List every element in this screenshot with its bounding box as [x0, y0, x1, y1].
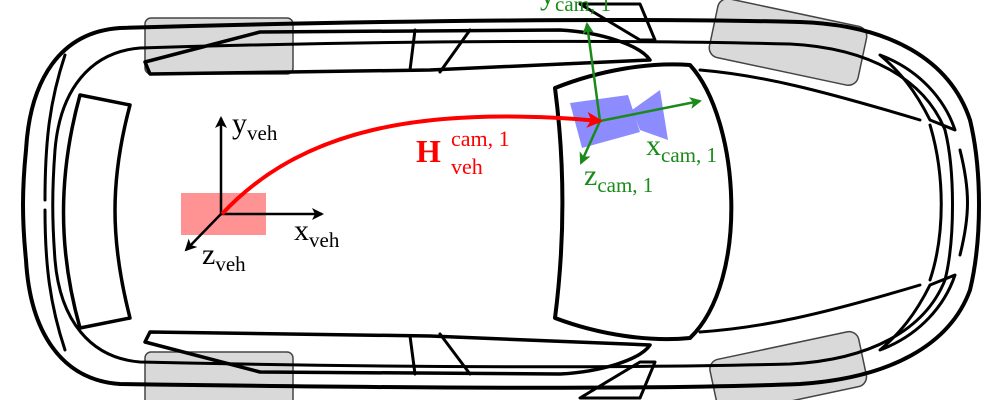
wheel-front-right-icon [709, 330, 868, 400]
transform-arrow [220, 111, 603, 216]
vehicle-z-label: zveh [202, 238, 246, 276]
transform-superscript: cam, 1 [451, 126, 510, 151]
side-window-lower [143, 330, 652, 376]
vehicle-frame [184, 116, 324, 252]
camera-frame [579, 22, 702, 165]
car-body-outline [21, 18, 981, 390]
side-window-upper [143, 28, 652, 76]
camera-z-label: zcam, 1 [584, 159, 653, 197]
windshield [553, 62, 734, 342]
rear-window [61, 93, 132, 330]
vehicle-y-label: yveh [232, 107, 278, 145]
camera-y-label: ycam, 1 [540, 0, 611, 16]
transform-symbol: H [416, 133, 441, 169]
camera-x-axis [599, 97, 702, 123]
transform-subscript: veh [451, 154, 483, 179]
transform-label: H cam, 1 veh [416, 126, 510, 179]
wheel-rear-right-icon [144, 351, 294, 400]
camera-x-label: xcam, 1 [646, 129, 717, 167]
vehicle-z-axis [184, 213, 222, 252]
camera-y-axis [582, 22, 602, 122]
camera-z-axis [579, 120, 602, 165]
vehicle-x-label: xveh [294, 214, 340, 252]
car-top-view-icon [21, 0, 981, 400]
camera-icon [570, 90, 668, 148]
